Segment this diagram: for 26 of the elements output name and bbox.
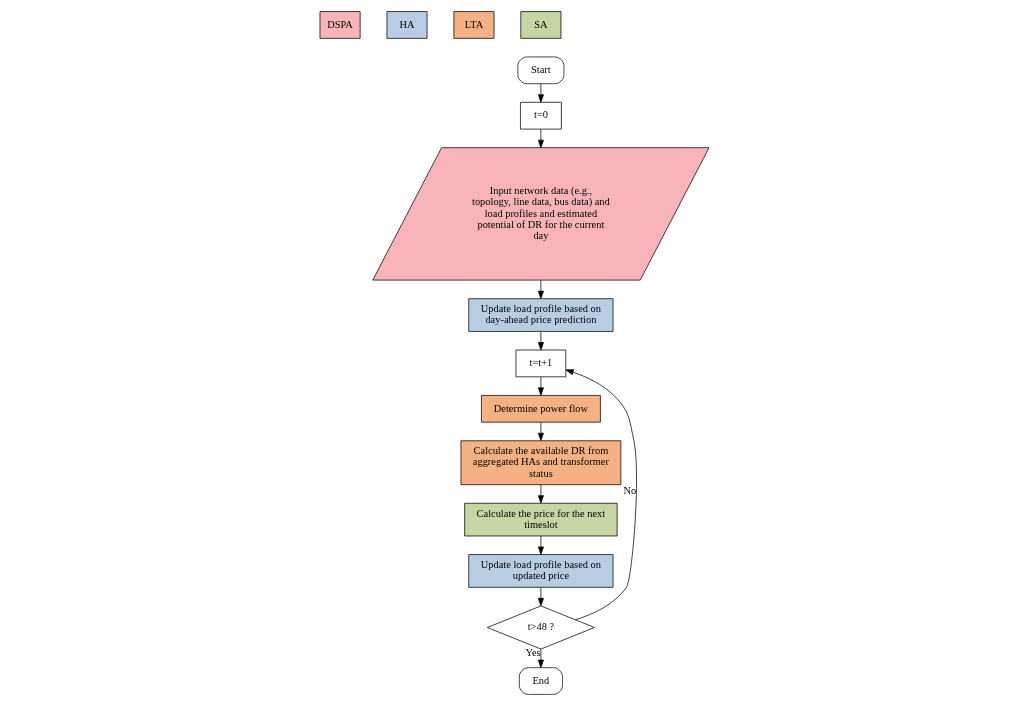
legend-label: HA [399, 18, 415, 30]
legend-label: DSPA [327, 18, 353, 30]
arrow [537, 421, 544, 441]
arrow [537, 279, 544, 299]
node-box: Start [517, 56, 565, 85]
arrow [537, 331, 544, 351]
arrow [537, 535, 544, 555]
node-box: Update load profile based on day-ahead price prediction [468, 298, 614, 332]
edge-label: No [623, 484, 637, 496]
legend-label: LTA [464, 18, 484, 30]
arrow [537, 648, 544, 668]
arrow [537, 376, 544, 396]
node-box: Update load profile based on updated price [468, 554, 614, 588]
legend-label: SA [534, 18, 548, 30]
node-box: t=t+1 [515, 349, 567, 378]
arrow [565, 369, 637, 621]
arrow [537, 128, 544, 148]
node-box: t=0 [520, 101, 562, 130]
node-box: End [518, 667, 563, 695]
node-box: Calculate the available DR from aggregated HAs and transformer status [460, 440, 622, 486]
arrow [537, 484, 544, 504]
node-diamond: t>48 ? [487, 605, 595, 650]
arrow [537, 83, 544, 103]
node-box: Determine power flow [481, 395, 601, 423]
arrow [537, 586, 544, 607]
node-box: Calculate the price for the next timeslot [464, 502, 618, 537]
